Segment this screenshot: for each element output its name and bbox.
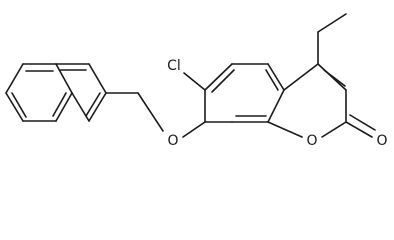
atom-labels: Cl O O O: [167, 58, 387, 149]
bond: [345, 121, 373, 138]
ether-oxygen-atom: O: [167, 133, 178, 149]
bond: [88, 63, 107, 94]
bond: [267, 63, 285, 91]
bond: [85, 92, 101, 117]
bond: [52, 92, 67, 117]
bond: [267, 89, 285, 123]
bond: [283, 63, 319, 91]
bond: [204, 63, 233, 91]
carbonyl-oxygen-label: O: [376, 133, 387, 149]
ring-oxygen-label: O: [306, 133, 317, 149]
bond: [137, 92, 164, 132]
chlorine-label: Cl: [167, 58, 181, 74]
bond: [71, 92, 90, 122]
bond: [55, 63, 73, 94]
ring-oxygen-atom: O: [306, 133, 317, 149]
bond: [267, 121, 303, 138]
bond: [55, 92, 73, 122]
bond: [265, 69, 279, 91]
bond: [5, 92, 24, 122]
bond: [182, 121, 206, 138]
bond: [323, 69, 346, 87]
bond: [5, 63, 24, 94]
bond: [321, 121, 347, 138]
ether-oxygen-label: O: [167, 133, 178, 149]
chemical-structure: Cl O O O: [5, 13, 388, 149]
carbonyl-oxygen-atom: O: [376, 133, 387, 149]
bond: [88, 92, 107, 122]
bond: [183, 72, 206, 91]
chlorine-atom: Cl: [167, 58, 181, 74]
bond: [11, 92, 27, 118]
bond: [211, 69, 235, 93]
bond: [349, 114, 376, 131]
bond: [317, 13, 347, 33]
bonds: [5, 13, 376, 138]
